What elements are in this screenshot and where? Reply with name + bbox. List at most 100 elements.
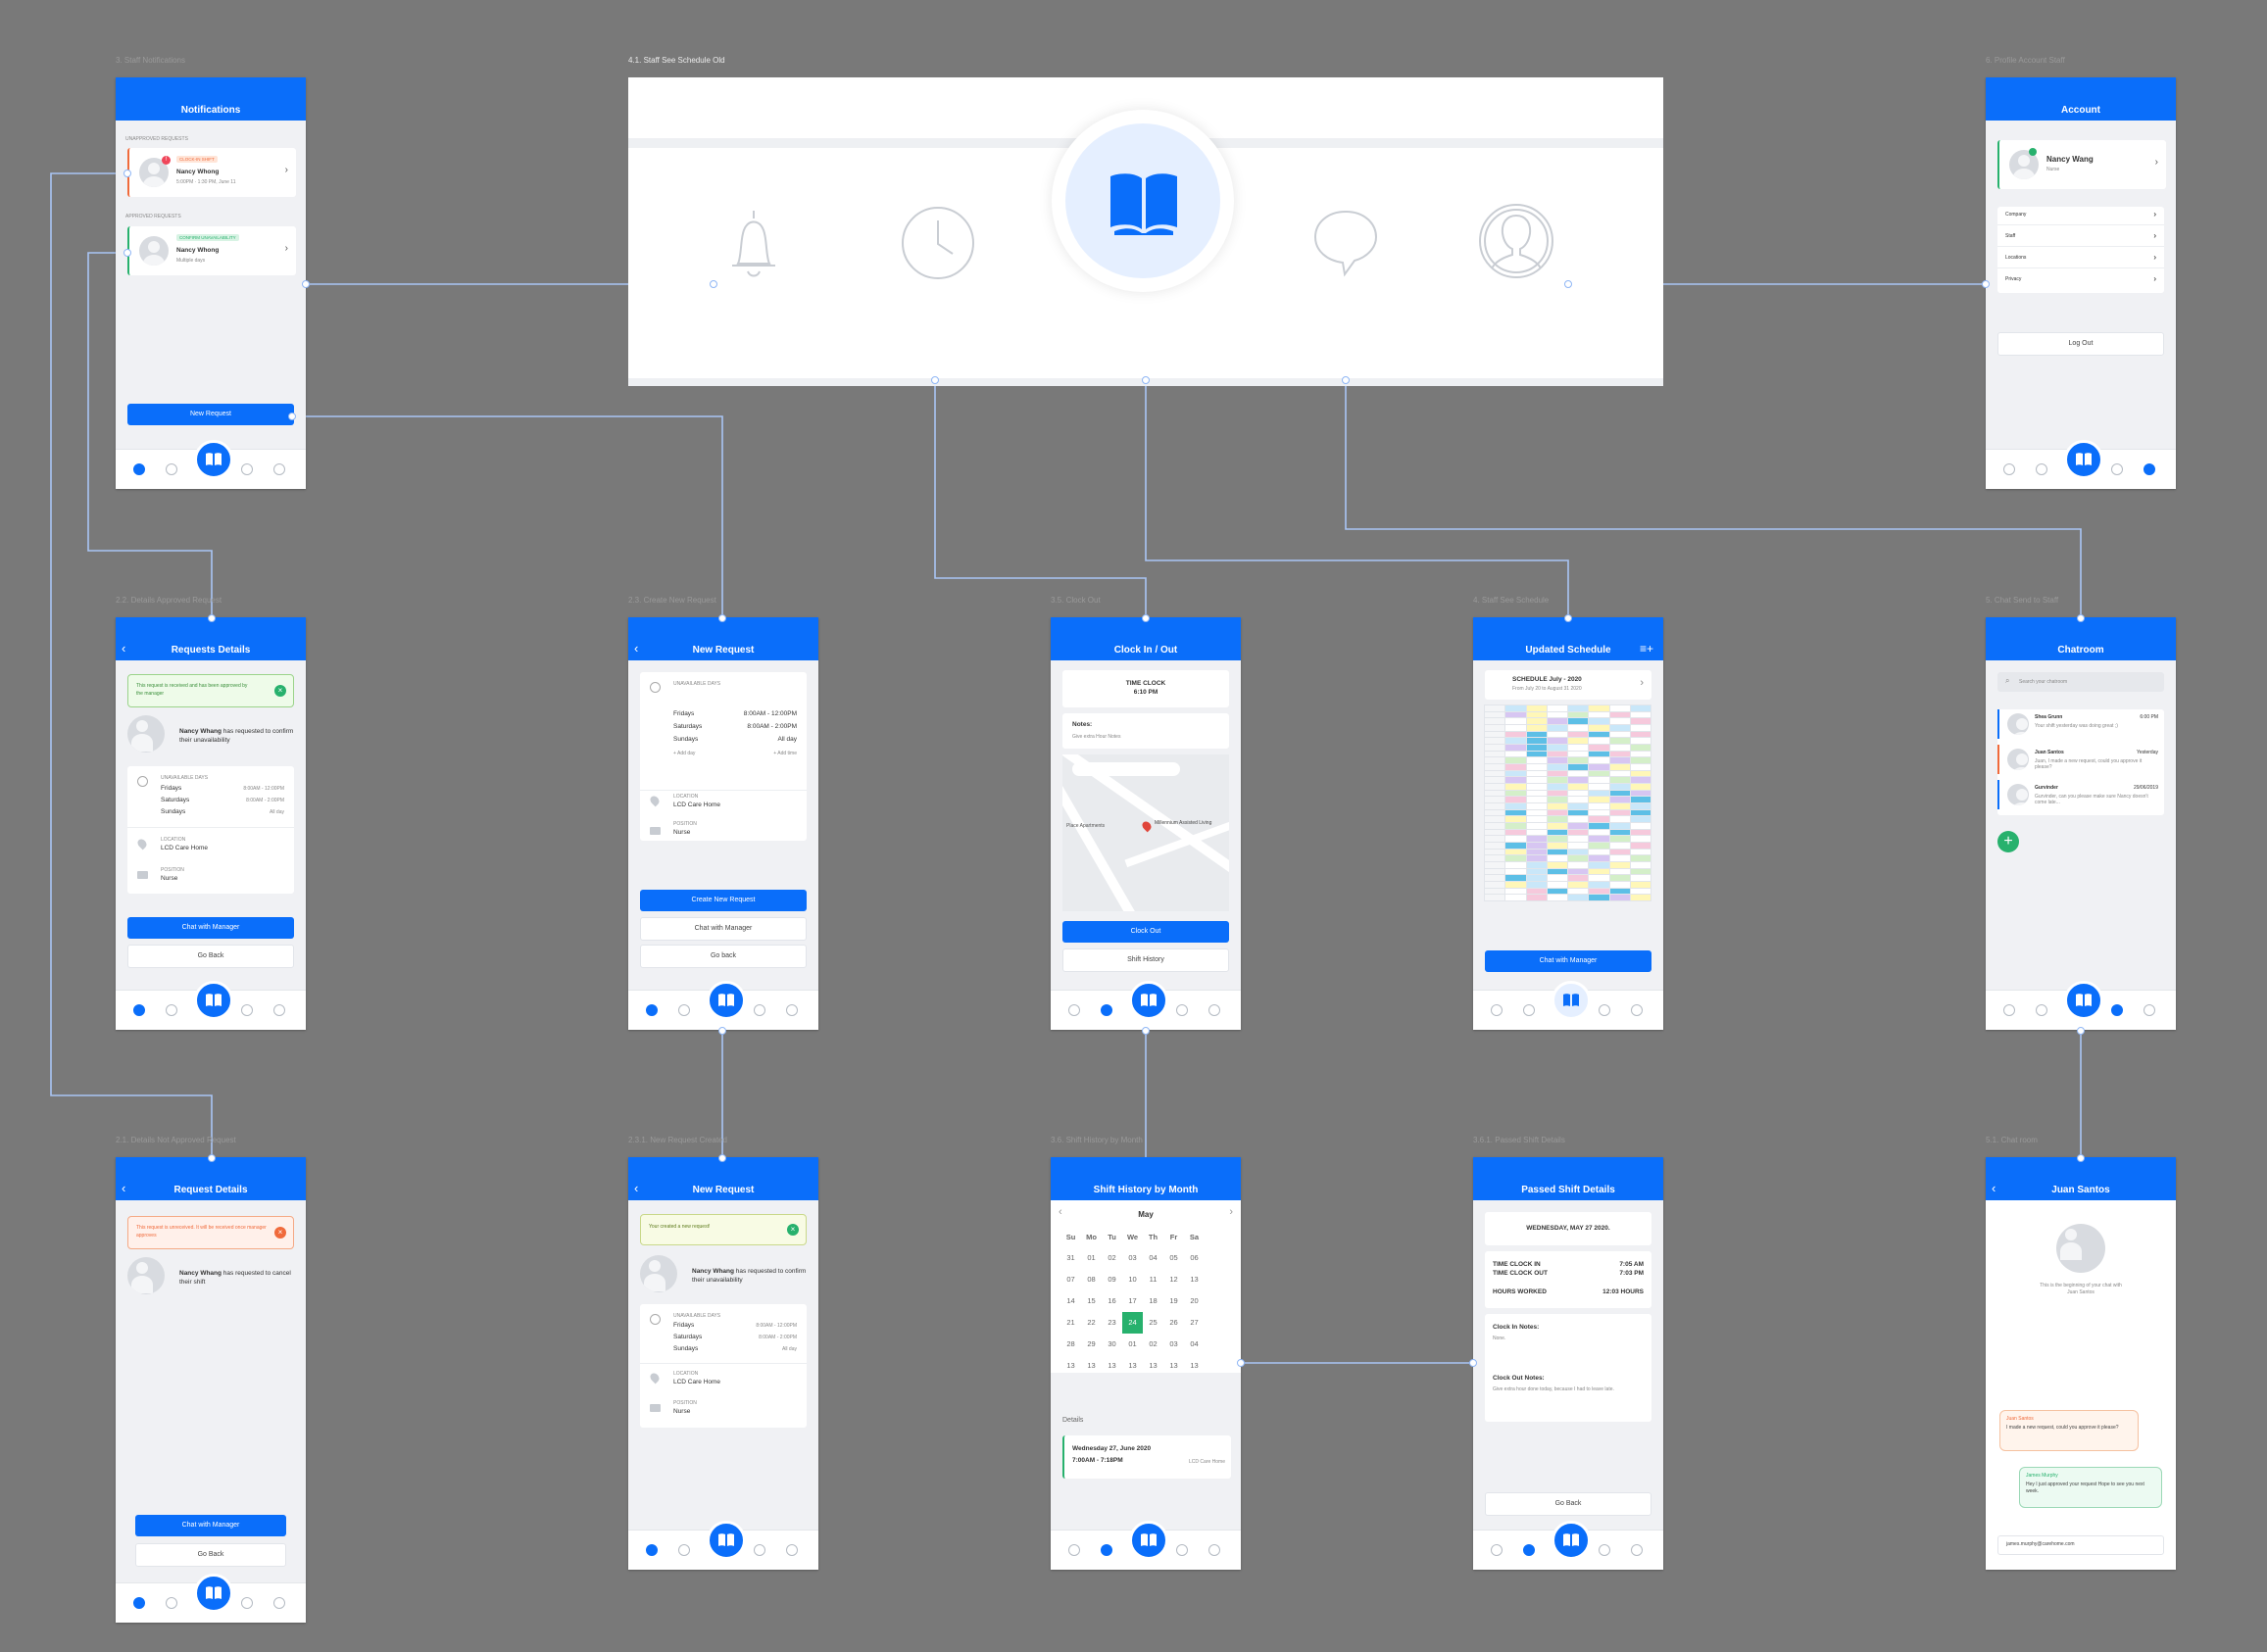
menu-locations[interactable]: Locations› [1997, 250, 2164, 268]
schedule-cell[interactable] [1566, 796, 1590, 803]
profile-icon[interactable] [1208, 1004, 1220, 1016]
schedule-cell[interactable] [1525, 894, 1548, 901]
schedule-cell[interactable] [1483, 730, 1506, 739]
schedule-cell[interactable] [1525, 854, 1548, 862]
calendar-day[interactable]: 11 [1149, 1275, 1158, 1284]
calendar-day[interactable]: 19 [1169, 1296, 1178, 1305]
calendar-day[interactable]: 05 [1169, 1253, 1178, 1262]
location-value[interactable]: LCD Care Home [673, 802, 721, 808]
schedule-cell[interactable] [1566, 744, 1590, 752]
schedule-cell[interactable] [1525, 724, 1548, 732]
clock-icon[interactable] [1101, 1004, 1112, 1016]
chatroom-search-input[interactable]: ⌕ Search your chatroom [1997, 672, 2164, 692]
chat-icon[interactable] [241, 463, 253, 475]
schedule-cell[interactable] [1525, 730, 1548, 739]
clock-icon[interactable] [678, 1004, 690, 1016]
schedule-cell[interactable] [1629, 848, 1652, 856]
schedule-cell[interactable] [1629, 789, 1652, 798]
schedule-cell[interactable] [1504, 744, 1527, 752]
schedule-cell[interactable] [1546, 867, 1569, 876]
schedule-cell[interactable] [1588, 789, 1610, 798]
schedule-cell[interactable] [1566, 861, 1590, 869]
schedule-cell[interactable] [1608, 724, 1631, 732]
shift-detail-card[interactable]: Wednesday 27, June 2020 7:00AM - 7:18PM … [1062, 1435, 1231, 1479]
schedule-cell[interactable] [1588, 808, 1610, 817]
chat-list-item[interactable]: Shea Grunn 6:00 PM Your shift yesterday … [1997, 709, 2164, 739]
schedule-cell[interactable] [1588, 848, 1610, 856]
calendar-day[interactable]: 13 [1128, 1361, 1137, 1370]
schedule-cell[interactable] [1608, 730, 1631, 739]
day-time[interactable]: 8:00AM - 2:00PM [747, 723, 797, 730]
bell-icon[interactable] [1068, 1544, 1080, 1556]
profile-card[interactable]: Nancy Wang Nurse › [1997, 140, 2166, 189]
schedule-cell[interactable] [1504, 783, 1527, 791]
bell-icon[interactable] [724, 205, 783, 283]
back-arrow-icon[interactable]: ‹ [634, 1181, 639, 1195]
schedule-cell[interactable] [1483, 705, 1506, 712]
schedule-cell[interactable] [1566, 822, 1590, 830]
schedule-cell[interactable] [1546, 710, 1569, 719]
chat-icon[interactable] [1176, 1544, 1188, 1556]
schedule-cell[interactable] [1525, 842, 1548, 850]
schedule-cell[interactable] [1629, 737, 1652, 745]
schedule-cell[interactable] [1629, 710, 1652, 719]
schedule-cell[interactable] [1588, 737, 1610, 745]
schedule-cell[interactable] [1504, 822, 1527, 830]
schedule-cell[interactable] [1483, 717, 1506, 725]
schedule-cell[interactable] [1629, 717, 1652, 725]
schedule-cell[interactable] [1608, 717, 1631, 725]
schedule-cell[interactable] [1483, 796, 1506, 803]
clock-icon[interactable] [1523, 1544, 1535, 1556]
schedule-cell[interactable] [1629, 874, 1652, 882]
schedule-cell[interactable] [1629, 802, 1652, 810]
schedule-cell[interactable] [1525, 867, 1548, 876]
schedule-cell[interactable] [1546, 705, 1569, 712]
schedule-cell[interactable] [1588, 842, 1610, 850]
schedule-cell[interactable] [1588, 710, 1610, 719]
profile-icon[interactable] [786, 1544, 798, 1556]
schedule-cell[interactable] [1504, 881, 1527, 889]
schedule-cell[interactable] [1588, 744, 1610, 752]
schedule-cell[interactable] [1504, 874, 1527, 882]
calendar-day[interactable]: 03 [1128, 1253, 1137, 1262]
schedule-cell[interactable] [1504, 854, 1527, 862]
schedule-cell[interactable] [1483, 802, 1506, 810]
schedule-cell[interactable] [1588, 750, 1610, 758]
schedule-cell[interactable] [1525, 783, 1548, 791]
calendar-day[interactable]: 01 [1087, 1253, 1096, 1262]
schedule-cell[interactable] [1504, 867, 1527, 876]
schedule-cell[interactable] [1566, 705, 1590, 712]
schedule-cell[interactable] [1566, 783, 1590, 791]
schedule-cell[interactable] [1566, 750, 1590, 758]
schedule-cell[interactable] [1546, 750, 1569, 758]
calendar-day[interactable]: 21 [1066, 1318, 1075, 1327]
schedule-cell[interactable] [1546, 854, 1569, 862]
bell-icon[interactable] [646, 1544, 658, 1556]
schedule-cell[interactable] [1546, 756, 1569, 764]
calendar-day[interactable]: 13 [1149, 1361, 1158, 1370]
schedule-cell[interactable] [1629, 776, 1652, 784]
clock-icon[interactable] [1101, 1544, 1112, 1556]
schedule-cell[interactable] [1504, 717, 1527, 725]
schedule-cell[interactable] [1608, 796, 1631, 803]
calendar-day[interactable]: 16 [1108, 1296, 1116, 1305]
schedule-cell[interactable] [1566, 854, 1590, 862]
schedule-cell[interactable] [1629, 881, 1652, 889]
calendar-day[interactable]: 22 [1087, 1318, 1096, 1327]
calendar-day[interactable]: 27 [1190, 1318, 1199, 1327]
location-map[interactable]: Millennium Assisted Living Place Apartme… [1062, 754, 1229, 911]
calendar-day[interactable]: 15 [1087, 1296, 1096, 1305]
day-label[interactable]: Fridays [673, 710, 695, 717]
schedule-cell[interactable] [1546, 828, 1569, 837]
profile-icon[interactable] [273, 1597, 285, 1609]
schedule-cell[interactable] [1483, 887, 1506, 896]
schedule-cell[interactable] [1525, 717, 1548, 725]
schedule-cell[interactable] [1546, 842, 1569, 850]
schedule-cell[interactable] [1608, 756, 1631, 764]
schedule-cell[interactable] [1483, 822, 1506, 830]
add-list-icon[interactable]: ≡+ [1639, 642, 1653, 656]
menu-company[interactable]: Company› [1997, 207, 2164, 225]
schedule-cell[interactable] [1546, 861, 1569, 869]
schedule-cell[interactable] [1608, 835, 1631, 843]
calendar-day[interactable]: 18 [1149, 1296, 1158, 1305]
